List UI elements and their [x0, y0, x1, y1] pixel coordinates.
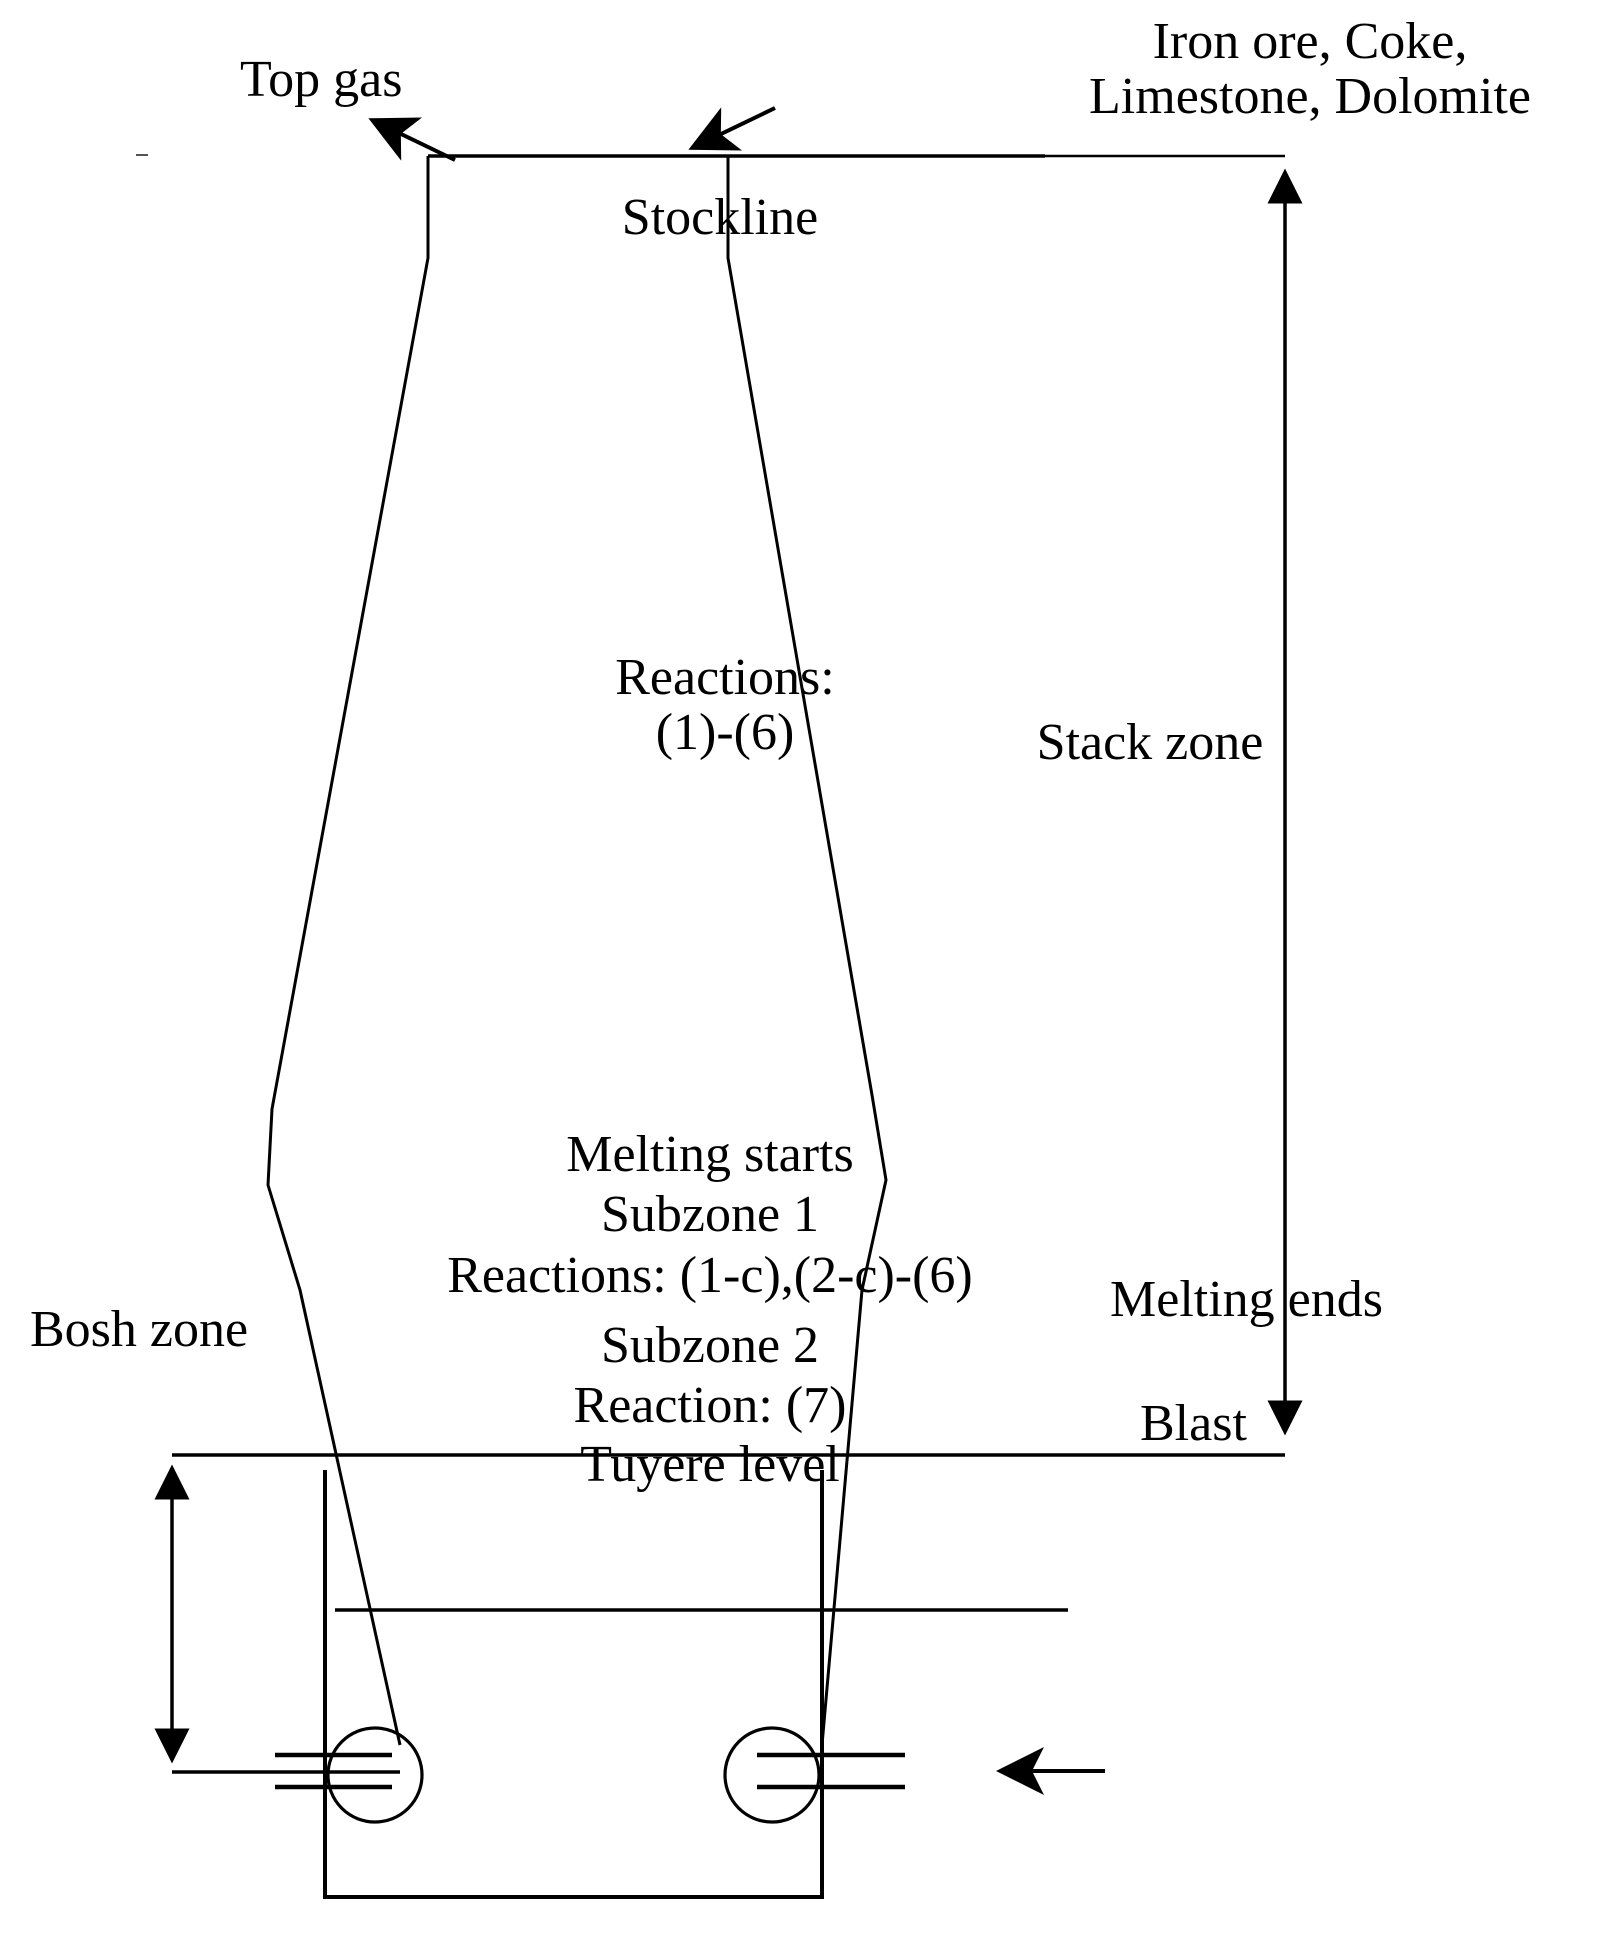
label-stack-reactions-title: Reactions: [615, 649, 835, 706]
label-stockline: Stockline [621, 189, 819, 246]
label-melting-ends: Melting ends [1110, 1271, 1383, 1328]
tuyere-pipe-left [275, 1752, 392, 1790]
label-subzone-2-reaction: Reaction: (7) [573, 1377, 847, 1434]
label-charge-materials: Iron ore, Coke,Limestone, Dolomite [1089, 14, 1531, 124]
label-bosh-zone: Bosh zone [30, 1301, 249, 1358]
label-melting-starts: Melting starts [566, 1126, 854, 1183]
label-tuyere-level: Tuyere level [580, 1436, 840, 1493]
label-stack-reactions-range: (1)-(6) [655, 704, 795, 762]
label-stack-zone: Stack zone [1036, 714, 1264, 771]
label-stack-reactions: Reactions:(1)-(6) [615, 650, 835, 760]
top-gas-arrow [368, 117, 456, 162]
label-charge-line1: Iron ore, Coke, [1152, 13, 1468, 70]
label-top-gas: Top gas [240, 51, 403, 108]
furnace-left-wall [266, 156, 430, 1746]
tuyere-circle-right [723, 1726, 821, 1824]
label-subzone-2: Subzone 2 [600, 1317, 820, 1374]
label-subzone-1: Subzone 1 [600, 1186, 820, 1243]
charge-feed-arrow [688, 106, 776, 151]
tuyere-circle-left [326, 1726, 424, 1824]
hearth-box [323, 1470, 824, 1899]
furnace-right-wall [726, 156, 888, 1746]
label-charge-line2: Limestone, Dolomite [1089, 68, 1531, 126]
label-blast: Blast [1140, 1395, 1247, 1452]
tuyere-pipe-right [757, 1752, 905, 1790]
label-subzone-1-reactions: Reactions: (1-c),(2-c)-(6) [447, 1247, 973, 1304]
